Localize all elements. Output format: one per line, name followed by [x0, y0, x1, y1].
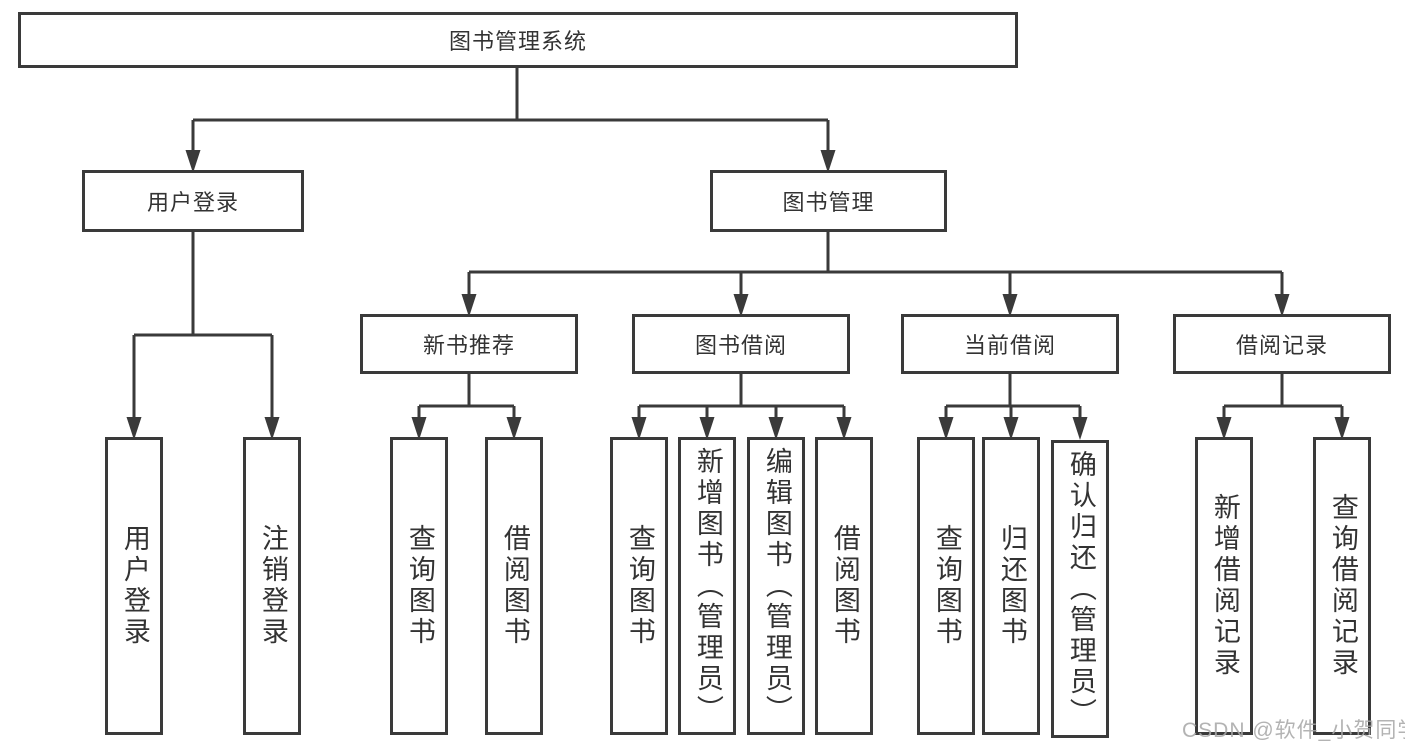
arrow-down-icon [506, 417, 522, 440]
leaf-query-borrow-record: 查询借阅记录 [1313, 437, 1371, 735]
leaf-query-books-recommend: 查询图书 [390, 437, 448, 735]
connector-borrow-records-split [1222, 374, 1344, 435]
node-label: 新书推荐 [422, 333, 515, 358]
leaf-query-books-current: 查询图书 [917, 437, 975, 735]
arrow-down-icon [733, 294, 749, 317]
leaf-add-borrow-record: 新增借阅记录 [1195, 437, 1253, 735]
node-label: 借阅图书 [499, 524, 530, 648]
node-label: 查询借阅记录 [1327, 493, 1358, 679]
node-label: 新增借阅记录 [1209, 493, 1240, 679]
arrow-down-icon [938, 417, 954, 440]
leaf-user-login: 用户登录 [105, 437, 163, 735]
connector-book-management-split [467, 232, 1284, 312]
arrow-down-icon [1002, 294, 1018, 317]
node-label: 借阅图书 [829, 524, 860, 648]
leaf-logout: 注销登录 [243, 437, 301, 735]
arrow-down-icon [1216, 417, 1232, 440]
connector-user-login-split [132, 232, 274, 435]
node-label: 用户登录 [146, 190, 239, 215]
node-current-borrow: 当前借阅 [901, 314, 1119, 374]
node-label: 图书借阅 [694, 333, 787, 358]
node-label: 图书管理 [782, 190, 875, 215]
node-book-management: 图书管理 [710, 170, 947, 232]
arrow-down-icon [1003, 417, 1019, 440]
arrow-down-icon [631, 417, 647, 440]
leaf-borrow-books: 借阅图书 [815, 437, 873, 735]
node-label: 用户登录 [119, 524, 150, 648]
node-label: 借阅记录 [1235, 333, 1328, 358]
leaf-return-book: 归还图书 [982, 437, 1040, 735]
node-label: 新增图书（管理员） [692, 446, 723, 726]
arrow-down-icon [264, 417, 280, 440]
arrow-down-icon [820, 150, 836, 173]
leaf-edit-book-admin: 编辑图书（管理员） [747, 437, 805, 735]
node-label: 查询图书 [931, 524, 962, 648]
arrow-down-icon [1274, 294, 1290, 317]
node-new-book-recommend: 新书推荐 [360, 314, 578, 374]
leaf-confirm-return-admin: 确认归还（管理员） [1051, 440, 1109, 738]
node-label: 归还图书 [996, 524, 1027, 648]
leaf-add-book-admin: 新增图书（管理员） [678, 437, 736, 735]
leaf-borrow-books-recommend: 借阅图书 [485, 437, 543, 735]
arrow-down-icon [411, 417, 427, 440]
arrow-down-icon [768, 417, 784, 440]
node-user-login: 用户登录 [82, 170, 304, 232]
connector-new-book-split [417, 374, 516, 435]
node-label: 查询图书 [624, 524, 655, 648]
csdn-watermark: CSDN @软件_小贺同学 [1182, 719, 1405, 742]
node-borrow-records: 借阅记录 [1173, 314, 1391, 374]
node-label: 当前借阅 [963, 333, 1056, 358]
arrow-down-icon [1334, 417, 1350, 440]
connector-book-borrow-split [637, 374, 846, 435]
arrowheads [126, 150, 1350, 440]
node-label: 注销登录 [257, 524, 288, 648]
arrow-down-icon [1072, 417, 1088, 440]
node-label: 编辑图书（管理员） [761, 446, 792, 726]
arrow-down-icon [836, 417, 852, 440]
node-label: 确认归还（管理员） [1065, 449, 1096, 729]
arrow-down-icon [461, 294, 477, 317]
node-book-borrow: 图书借阅 [632, 314, 850, 374]
arrow-down-icon [699, 417, 715, 440]
node-system-root: 图书管理系统 [18, 12, 1018, 68]
connector-root-split [191, 68, 830, 168]
node-label: 查询图书 [404, 524, 435, 648]
leaf-query-books-borrow: 查询图书 [610, 437, 668, 735]
arrow-down-icon [185, 150, 201, 173]
arrow-down-icon [126, 417, 142, 440]
node-label: 图书管理系统 [448, 29, 587, 54]
